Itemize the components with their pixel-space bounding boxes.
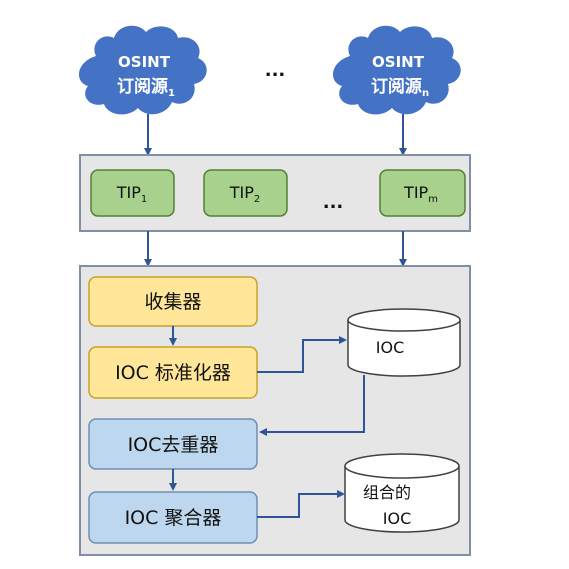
deduplicator-label: IOC去重器 <box>128 434 219 456</box>
source-n-subscript: n <box>422 88 429 99</box>
source-1-subscript: 1 <box>168 88 175 99</box>
normalizer-label: IOC 标准化器 <box>115 362 231 384</box>
tip-1-label: TIP <box>116 183 141 202</box>
tip-2-text: TIP2 <box>229 183 261 205</box>
source-1-label: 订阅源 <box>117 76 168 97</box>
combined-ioc-label-line1: 组合的 <box>363 483 411 502</box>
cloud-icon <box>78 25 207 115</box>
arrow-normalizer-to-ioc-db <box>257 336 347 373</box>
collector-box: 收集器 <box>88 276 258 327</box>
tip-1-box: TIP1 <box>90 169 175 217</box>
osint-source-n-cloud: OSINT 订阅源n <box>332 25 461 115</box>
deduplicator-box: IOC去重器 <box>88 418 258 470</box>
source-n-subtitle: 订阅源n <box>371 76 429 99</box>
tip-m-text: TIPm <box>403 183 438 205</box>
source-1-title: OSINT <box>118 53 171 71</box>
source-n-title: OSINT <box>372 53 425 71</box>
source-ellipsis: ... <box>265 60 286 81</box>
arrow-aggregator-to-combined-db <box>257 490 345 518</box>
tip-1-subscript: 1 <box>141 194 147 205</box>
aggregator-label: IOC 聚合器 <box>125 507 222 529</box>
tip-2-box: TIP2 <box>203 169 288 217</box>
aggregator-box: IOC 聚合器 <box>88 491 258 544</box>
combined-ioc-database: 组合的 IOC <box>344 453 460 533</box>
tip-2-label: TIP <box>229 183 254 202</box>
tip-1-text: TIP1 <box>116 183 148 205</box>
tip-2-subscript: 2 <box>254 194 260 205</box>
tip-m-subscript: m <box>428 194 438 205</box>
osint-source-1-cloud: OSINT 订阅源1 <box>78 25 207 115</box>
tip-ellipsis: ... <box>323 192 344 213</box>
tip-m-box: TIPm <box>379 169 466 217</box>
source-n-label: 订阅源 <box>371 76 422 97</box>
ioc-database: IOC <box>347 308 461 377</box>
collector-label: 收集器 <box>144 291 201 313</box>
tip-m-label: TIP <box>403 183 428 202</box>
source-1-subtitle: 订阅源1 <box>117 76 175 99</box>
arrow-ioc-db-to-deduplicator <box>259 375 365 436</box>
combined-ioc-label-line2: IOC <box>383 509 411 528</box>
normalizer-box: IOC 标准化器 <box>88 346 258 399</box>
ioc-database-label: IOC <box>376 338 404 357</box>
cloud-icon <box>332 25 461 115</box>
